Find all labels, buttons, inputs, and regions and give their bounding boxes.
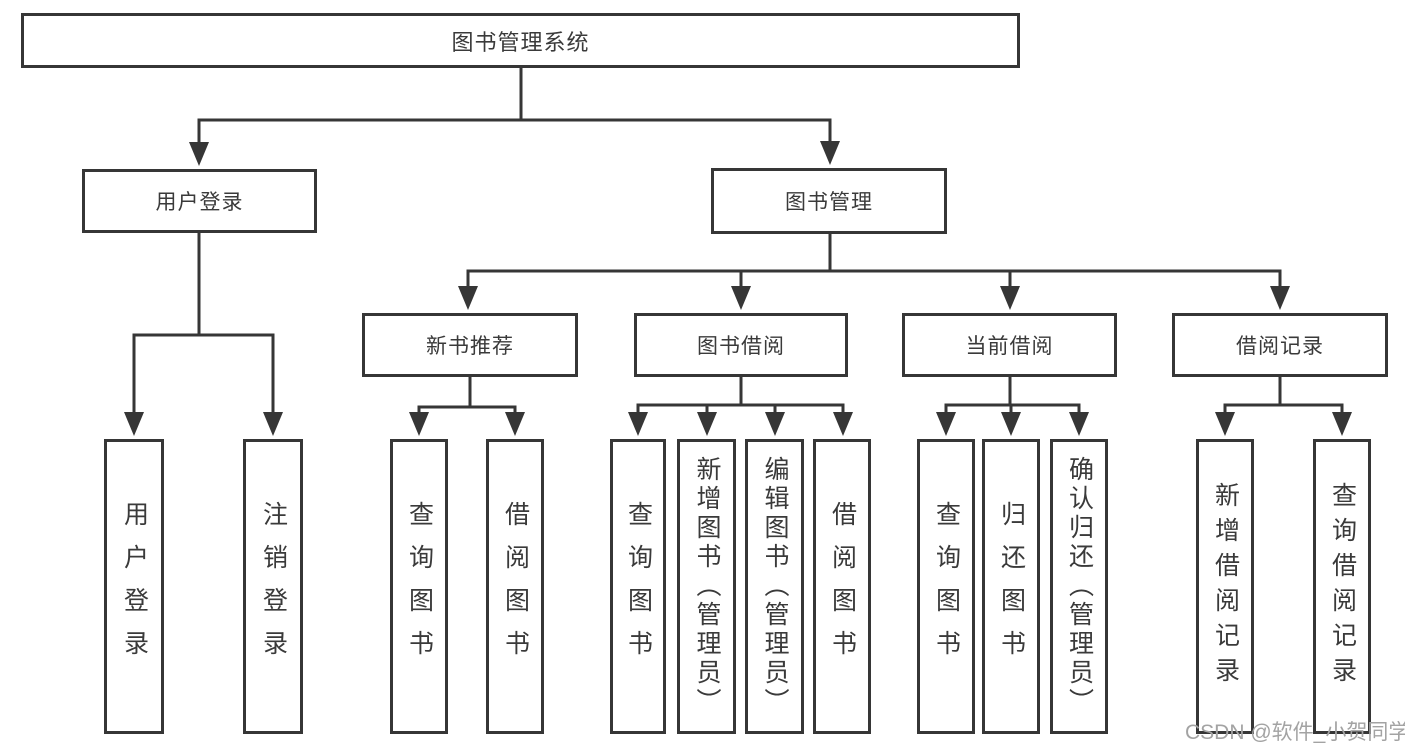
node-book-management-system-label: 图书管理系统	[451, 29, 590, 55]
node-book-management: 图书管理	[711, 168, 947, 234]
leaf-user-login-label: 用户登录	[120, 500, 149, 673]
node-borrowing-records-label: 借阅记录	[1236, 335, 1324, 358]
leaf-logout-label: 注销登录	[259, 500, 288, 673]
leaf-confirm-return-admin: 确认归还（管理员）	[1050, 439, 1108, 734]
node-new-book-recommendation-label: 新书推荐	[426, 335, 514, 358]
leaf-add-books-admin-label: 新增图书（管理员）	[693, 456, 721, 717]
leaf-borrowing-borrow-books: 借阅图书	[813, 439, 871, 734]
node-book-borrowing: 图书借阅	[634, 313, 848, 377]
leaf-add-borrow-record: 新增借阅记录	[1196, 439, 1254, 734]
node-user-login: 用户登录	[82, 169, 317, 233]
node-new-book-recommendation: 新书推荐	[362, 313, 578, 377]
node-user-login-label: 用户登录	[155, 191, 244, 214]
leaf-return-books-label: 归还图书	[997, 500, 1026, 673]
leaf-add-borrow-record-label: 新增借阅记录	[1211, 481, 1240, 692]
leaf-edit-books-admin-label: 编辑图书（管理员）	[761, 456, 789, 717]
leaf-borrowing-borrow-books-label: 借阅图书	[828, 500, 857, 673]
csdn-watermark: CSDN @软件_小贺同学	[1185, 721, 1405, 744]
leaf-confirm-return-admin-label: 确认归还（管理员）	[1065, 456, 1094, 717]
leaf-add-books-admin: 新增图书（管理员）	[677, 439, 736, 734]
node-borrowing-records: 借阅记录	[1172, 313, 1388, 377]
node-book-borrowing-label: 图书借阅	[697, 335, 785, 358]
leaf-borrowing-query-books: 查询图书	[610, 439, 666, 734]
leaf-logout: 注销登录	[243, 439, 303, 734]
leaf-recommend-borrow-books-label: 借阅图书	[501, 500, 530, 673]
leaf-borrowing-query-books-label: 查询图书	[624, 500, 653, 673]
leaf-query-borrow-record-label: 查询借阅记录	[1328, 481, 1357, 692]
leaf-query-borrow-record: 查询借阅记录	[1313, 439, 1371, 734]
leaf-current-query-books-label: 查询图书	[932, 500, 961, 673]
node-current-borrowing-label: 当前借阅	[965, 335, 1054, 358]
leaf-user-login: 用户登录	[104, 439, 164, 734]
leaf-recommend-borrow-books: 借阅图书	[486, 439, 544, 734]
node-current-borrowing: 当前借阅	[902, 313, 1117, 377]
leaf-current-query-books: 查询图书	[917, 439, 975, 734]
node-book-management-system: 图书管理系统	[21, 13, 1020, 68]
leaf-recommend-query-books-label: 查询图书	[405, 500, 434, 673]
leaf-recommend-query-books: 查询图书	[390, 439, 448, 734]
leaf-edit-books-admin: 编辑图书（管理员）	[745, 439, 804, 734]
leaf-return-books: 归还图书	[982, 439, 1040, 734]
node-book-management-label: 图书管理	[785, 191, 873, 214]
